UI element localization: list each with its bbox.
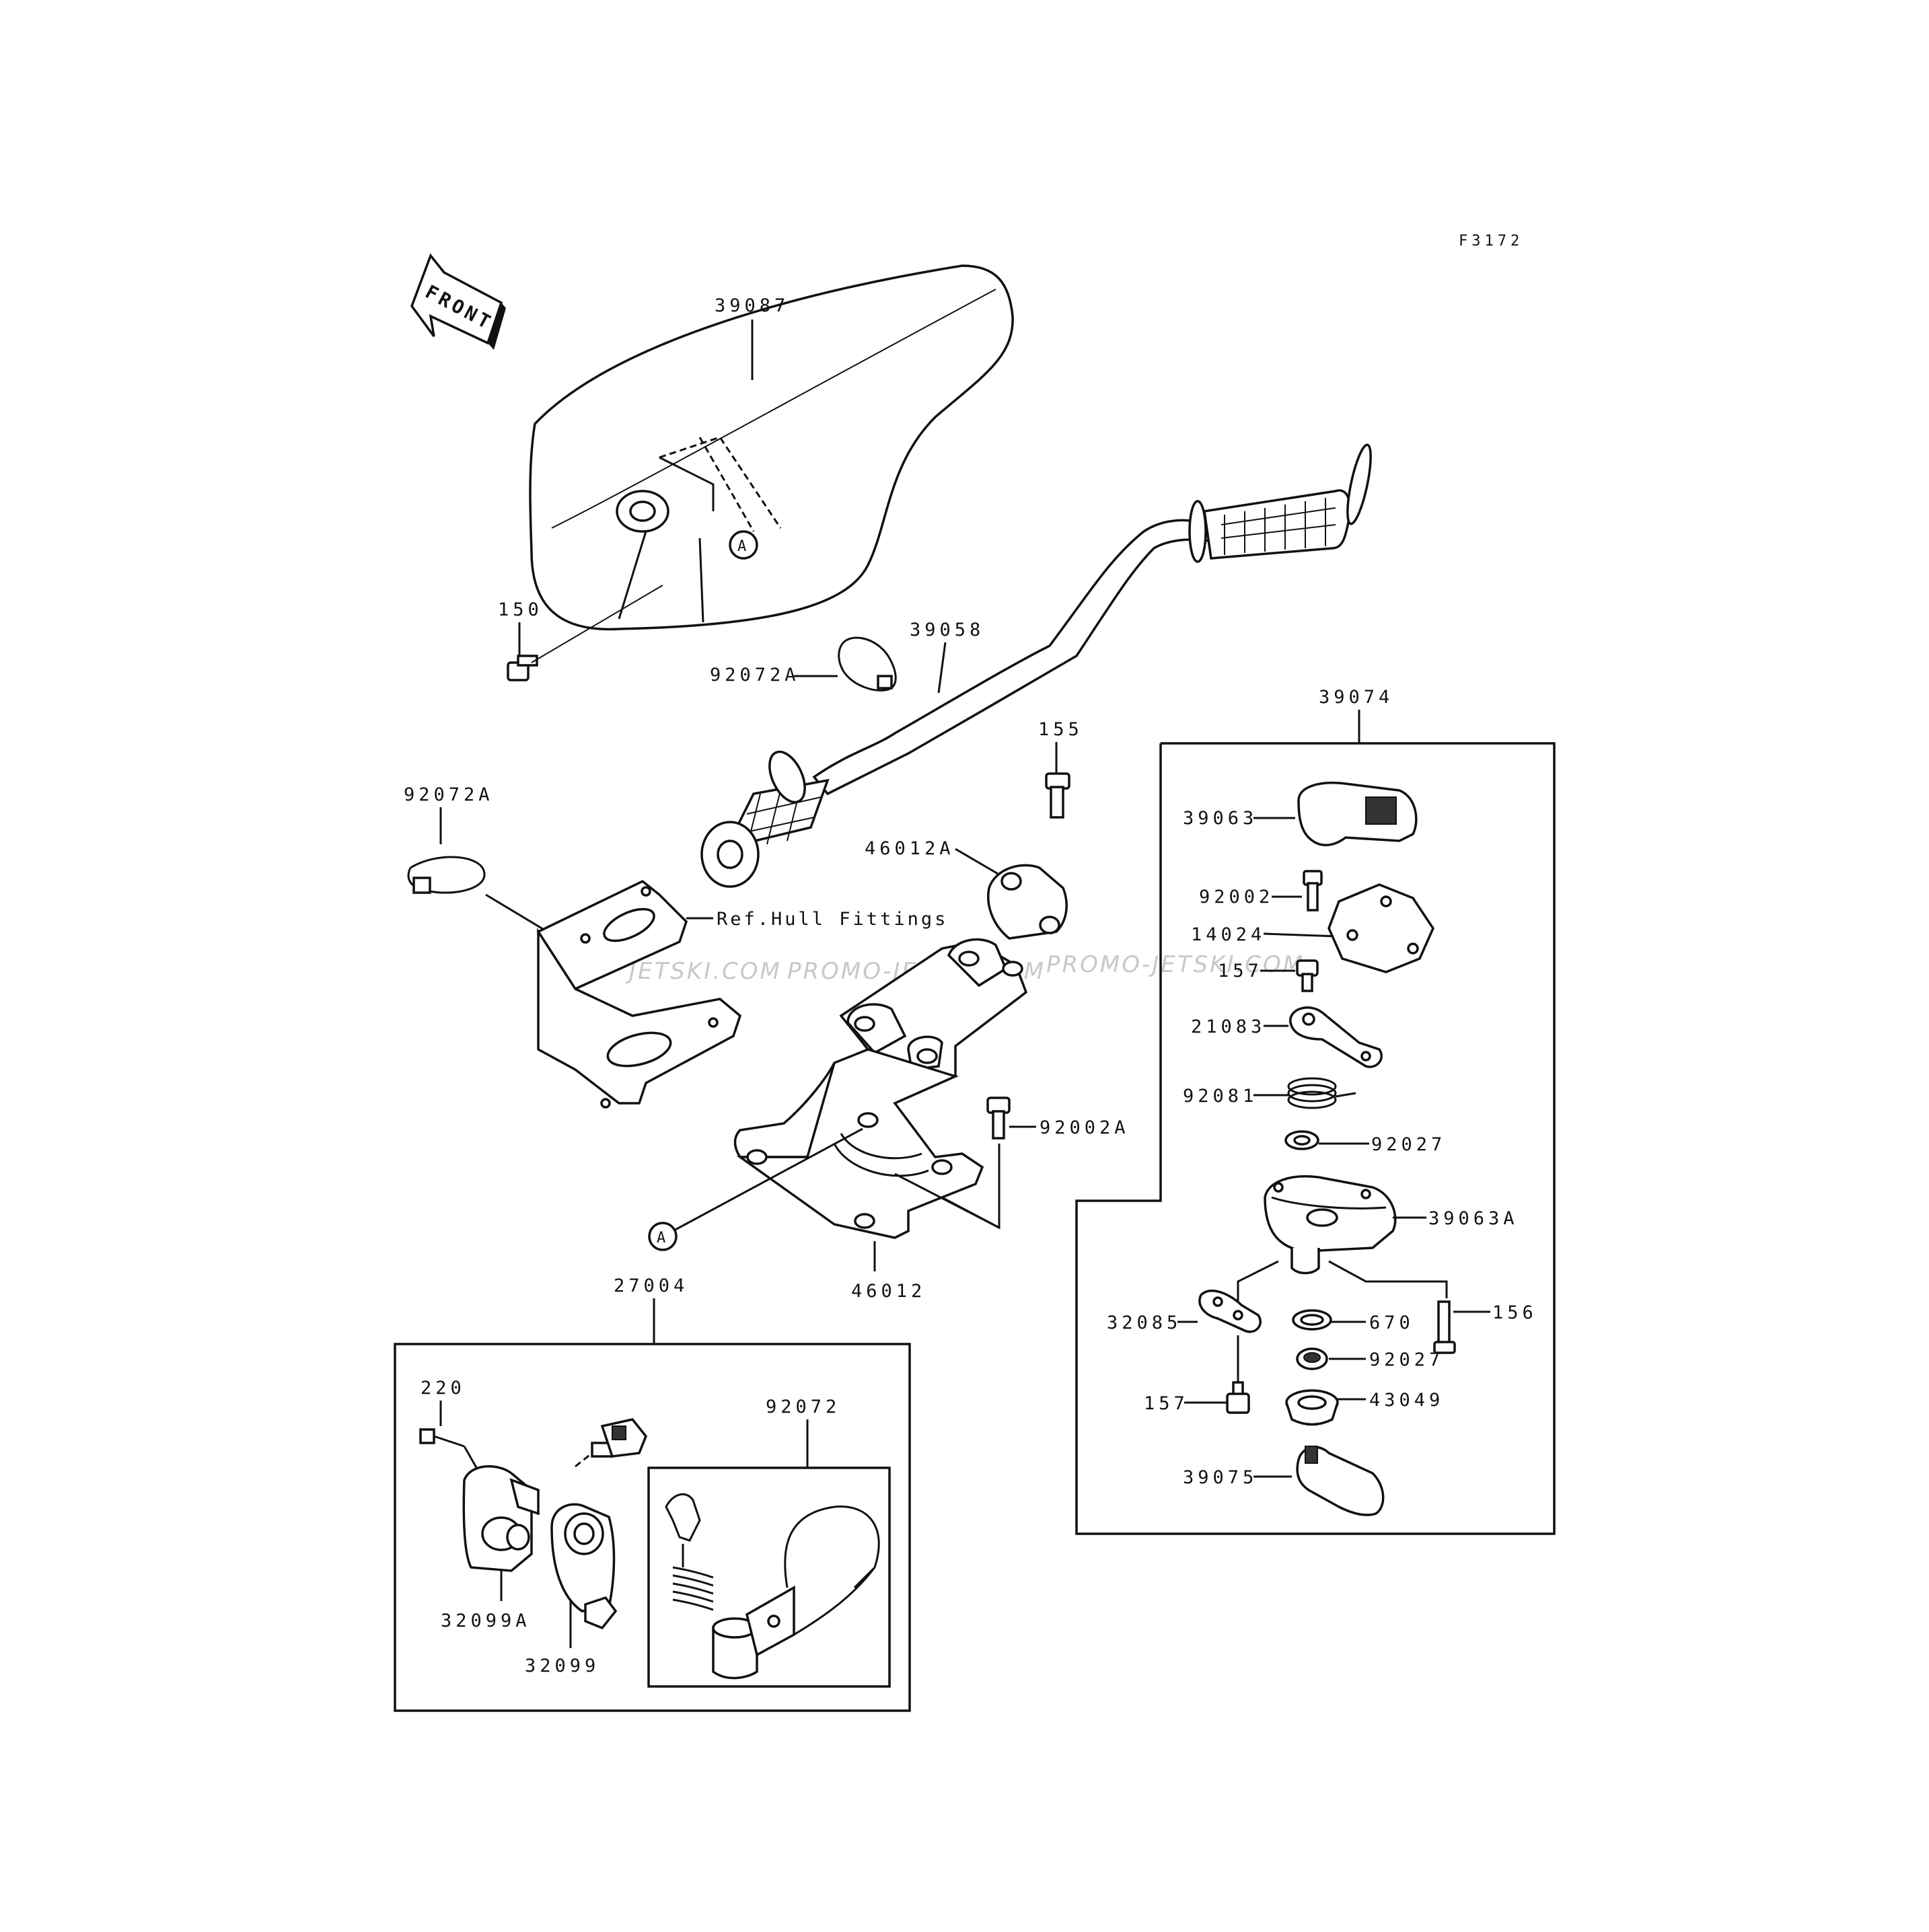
bolt-92002-icon xyxy=(1303,870,1323,912)
ref-hull-fittings-label: Ref.Hull Fittings xyxy=(717,909,948,930)
housing-39063a-part xyxy=(1264,1175,1397,1275)
part-label-39063a: 39063A xyxy=(1428,1208,1519,1229)
plate-21083-part xyxy=(1289,1006,1383,1068)
part-label-39058: 39058 xyxy=(910,620,984,640)
part-label-670: 670 xyxy=(1369,1312,1414,1333)
washer-92027-bottom-icon xyxy=(1296,1347,1328,1370)
seal-43049-icon xyxy=(1285,1389,1339,1426)
band-92072a-left-icon xyxy=(407,856,486,894)
part-label-150: 150 xyxy=(498,599,543,620)
part-label-46012a: 46012A xyxy=(865,838,955,859)
column-bracket-46012-part xyxy=(733,938,1028,1239)
steering-cover-part: A xyxy=(529,264,1014,631)
part-label-32085: 32085 xyxy=(1107,1312,1181,1333)
washer-92027-top-icon xyxy=(1284,1130,1319,1150)
marker-a-bottom: A xyxy=(657,1230,665,1247)
part-label-39063: 39063 xyxy=(1183,808,1258,829)
part-label-92002: 92002 xyxy=(1199,887,1274,907)
connector-icon xyxy=(575,1418,648,1468)
switch-32099-part xyxy=(550,1503,618,1630)
part-label-92072a-left: 92072A xyxy=(404,784,494,805)
part-label-14024: 14024 xyxy=(1191,924,1266,945)
part-label-157-top: 157 xyxy=(1218,961,1263,981)
part-label-32099: 32099 xyxy=(525,1656,599,1676)
lever-32085-part xyxy=(1198,1290,1262,1333)
part-label-156: 156 xyxy=(1492,1302,1537,1323)
part-label-157-bottom: 157 xyxy=(1144,1393,1189,1414)
screw-220-icon xyxy=(419,1428,479,1471)
clamp-46012a-part xyxy=(987,864,1068,940)
oring-670-icon xyxy=(1292,1309,1332,1331)
part-label-39075: 39075 xyxy=(1183,1467,1258,1488)
part-label-92002a: 92002A xyxy=(1040,1117,1130,1138)
switch-32099a-part xyxy=(462,1465,540,1572)
part-label-27004: 27004 xyxy=(614,1275,688,1296)
bolt-150-icon xyxy=(507,585,663,681)
watermark-3: PROMO-JETSKI.COM xyxy=(1046,951,1305,978)
cover-39063-part xyxy=(1297,782,1418,846)
part-label-92027-bottom: 92027 xyxy=(1369,1349,1444,1370)
hull-bracket xyxy=(536,879,742,1109)
part-label-92072a-top: 92072A xyxy=(710,665,800,685)
bolt-92002a-icon xyxy=(986,1097,1011,1140)
part-label-155: 155 xyxy=(1038,719,1083,740)
group-box-39074 xyxy=(1075,742,1556,1535)
bolt-155-icon xyxy=(1045,772,1070,819)
bolt-157-top-icon xyxy=(1296,959,1319,992)
group-box-92072 xyxy=(647,1466,891,1688)
watermark-1: JETSKI.COM xyxy=(625,958,782,985)
part-label-39074: 39074 xyxy=(1319,687,1393,708)
part-label-39087: 39087 xyxy=(715,295,789,316)
bolt-156-icon xyxy=(1433,1300,1456,1354)
handlebar-part xyxy=(700,443,1372,888)
spring-92081-icon xyxy=(1287,1077,1356,1109)
part-label-92072: 92072 xyxy=(766,1397,840,1417)
lanyard-cord-92072-part xyxy=(665,1493,880,1680)
part-label-32099a: 32099A xyxy=(441,1610,531,1631)
marker-a-top: A xyxy=(737,538,746,555)
part-label-92027-top: 92027 xyxy=(1371,1134,1446,1155)
part-label-46012: 46012 xyxy=(851,1281,926,1302)
group-box-27004 xyxy=(394,1343,911,1712)
plate-14024-part xyxy=(1327,883,1434,973)
front-arrow-icon: FRONT xyxy=(410,253,506,350)
part-label-21083: 21083 xyxy=(1191,1016,1266,1037)
band-92072a-top-icon xyxy=(838,636,897,692)
figure-code: F3172 xyxy=(1459,233,1523,250)
part-label-43049: 43049 xyxy=(1369,1390,1444,1411)
part-label-220: 220 xyxy=(421,1378,466,1399)
bolt-157-bottom-icon xyxy=(1226,1381,1250,1414)
part-label-92081: 92081 xyxy=(1183,1086,1258,1107)
lever-39075-part xyxy=(1296,1446,1385,1516)
